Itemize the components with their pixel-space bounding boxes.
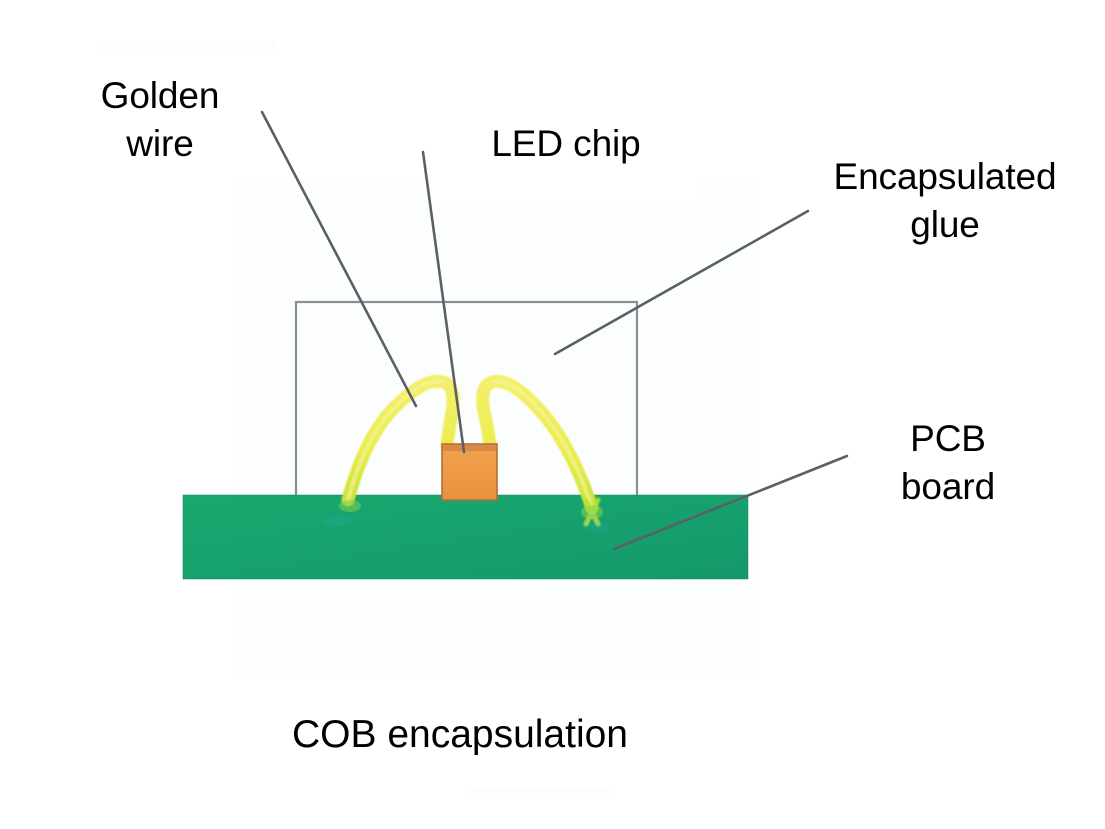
golden-wire-left — [341, 374, 460, 507]
leader-line-encapsulated-glue — [553, 209, 810, 356]
wire-bond-pads — [324, 500, 610, 532]
leader-line-pcb-board — [612, 454, 849, 551]
leader-line-golden-wire — [260, 110, 418, 408]
label-led-chip: LED chip — [432, 112, 700, 203]
label-golden-wire: Golden wire — [100, 75, 220, 165]
led-chip-body — [441, 443, 498, 501]
label-encapsulated-glue: Encapsulated glue — [833, 156, 1057, 246]
leader-lines — [260, 110, 849, 551]
leader-line-led-chip — [421, 150, 466, 454]
figure-caption: COB encapsulation — [291, 713, 629, 756]
background-artifacts — [96, 40, 756, 800]
label-pcb-board: PCB board — [900, 418, 996, 508]
pcb-board-body — [182, 494, 749, 580]
